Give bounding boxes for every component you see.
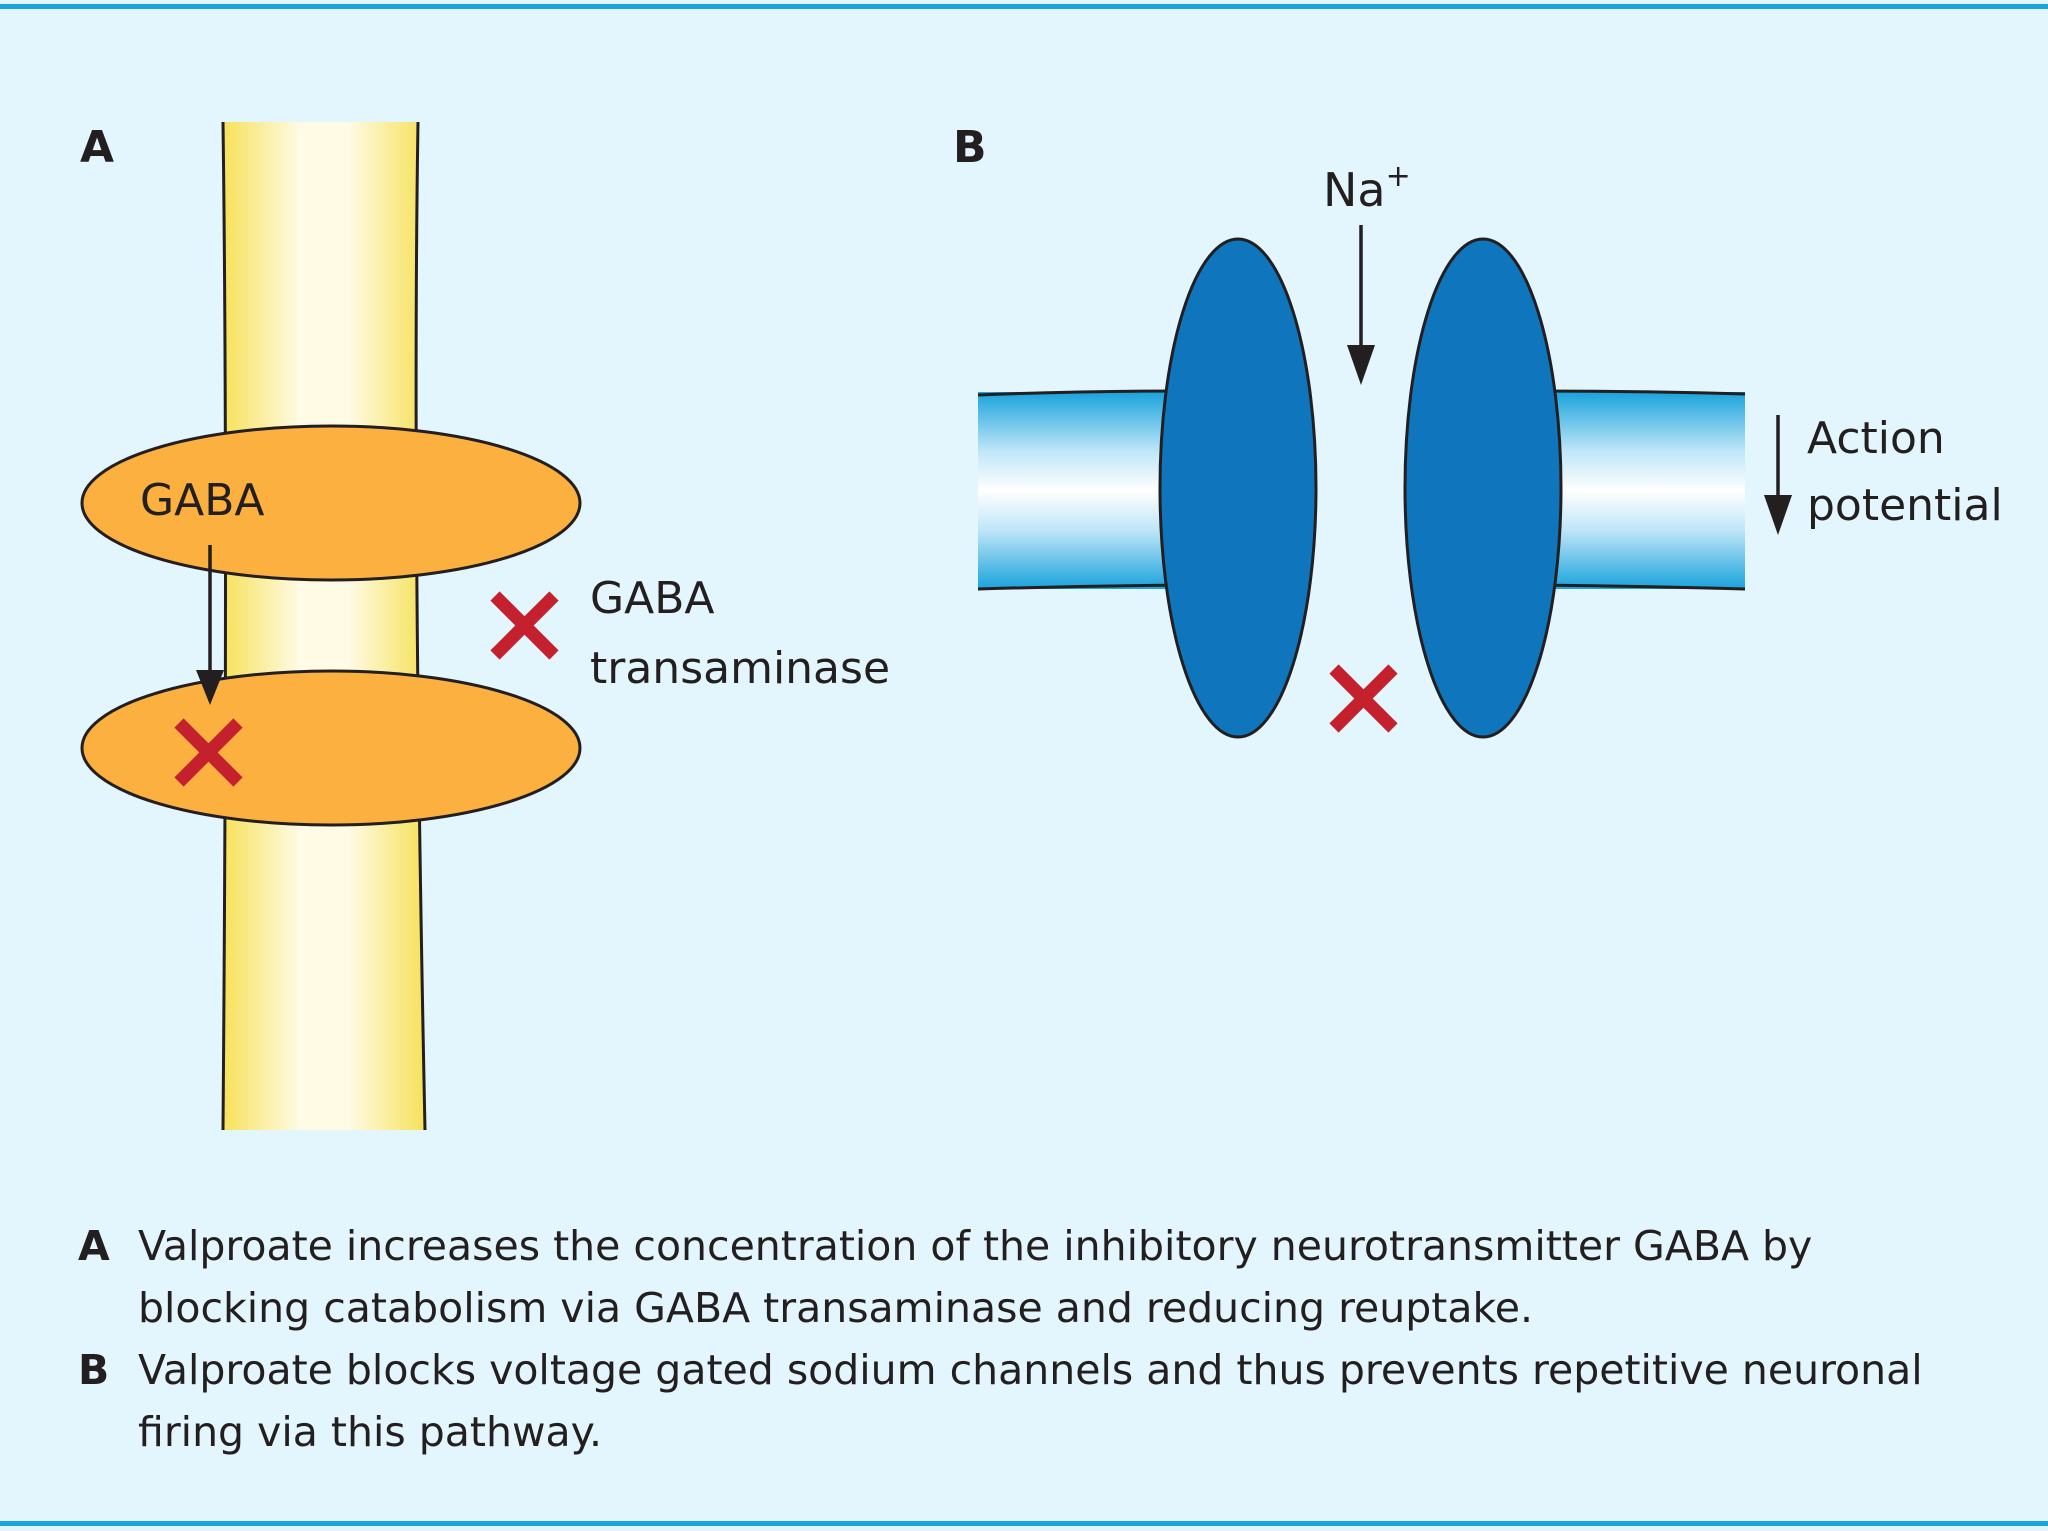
sodium-channel-left <box>1158 237 1318 739</box>
caption-a: A Valproate increases the concentration … <box>78 1215 1978 1339</box>
panel-a-label: A <box>80 122 114 173</box>
down-arrow-icon <box>196 545 224 705</box>
caption-a-letter: A <box>78 1222 110 1270</box>
diagram-canvas: A GABA GABA transaminase B <box>80 121 2003 1131</box>
caption-b: B Valproate blocks voltage gated sodium … <box>78 1339 1978 1463</box>
sodium-ion-symbol: Na <box>1323 163 1386 217</box>
gaba-label: GABA <box>140 475 264 526</box>
membrane-right <box>1535 392 1745 589</box>
down-arrow-icon <box>1764 415 1792 535</box>
block-cross-icon <box>174 718 243 787</box>
top-rule <box>0 4 2048 9</box>
block-cross-icon <box>490 591 559 660</box>
caption: A Valproate increases the concentration … <box>78 1215 1978 1463</box>
gaba-vesicle-top <box>80 424 582 582</box>
block-cross-icon <box>1329 664 1398 733</box>
caption-a-text: Valproate increases the concentration of… <box>138 1222 1813 1332</box>
sodium-ion-charge: + <box>1386 159 1411 194</box>
action-potential-line1: Action <box>1807 413 1945 464</box>
enzyme-label-line2: transaminase <box>590 643 890 694</box>
enzyme-label-line1: GABA <box>590 573 714 624</box>
panel-b-label: B <box>953 122 987 173</box>
gaba-vesicle-bottom <box>80 669 582 827</box>
caption-b-letter: B <box>78 1346 110 1394</box>
axon-edge-left <box>221 121 227 1131</box>
sodium-channel-right <box>1403 237 1563 739</box>
action-potential-line2: potential <box>1807 480 2003 531</box>
sodium-ion-label: Na+ <box>1323 159 1411 217</box>
membrane-left <box>978 392 1188 589</box>
axon-tube <box>223 122 425 1130</box>
bottom-rule <box>0 1521 2048 1526</box>
caption-b-text: Valproate blocks voltage gated sodium ch… <box>138 1346 1923 1456</box>
membrane-edges <box>977 389 1746 591</box>
down-arrow-icon <box>1347 225 1375 385</box>
